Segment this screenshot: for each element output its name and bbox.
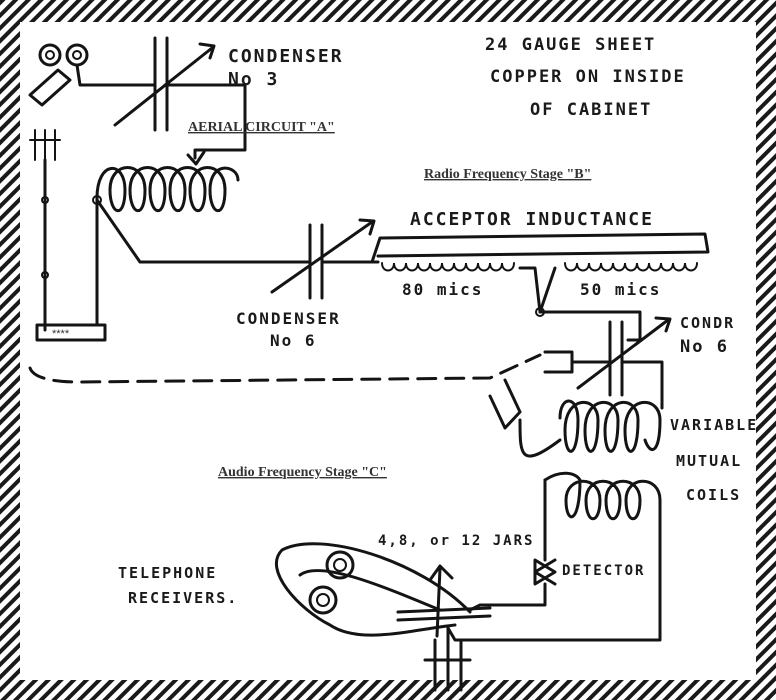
coil-icon — [95, 166, 240, 213]
terminal-icon — [65, 43, 89, 67]
telephone-label-line2: RECEIVERS. — [128, 589, 238, 607]
terminal-icon — [38, 43, 62, 67]
coil-icon — [543, 471, 662, 521]
cond-6-right-label: CONDR — [680, 314, 735, 332]
aerial-box — [35, 323, 107, 342]
detector-label: DETECTOR — [562, 563, 645, 579]
variable-mutual-line1: VARIABLE — [670, 416, 758, 434]
dashed-shield-line — [28, 353, 542, 384]
telephone-receiver-icon — [274, 542, 472, 637]
coil-icon — [381, 262, 515, 272]
sheet-copper-note-line3: OF CABINET — [530, 100, 652, 120]
aerial-box-text: **** — [52, 328, 70, 340]
variable-condenser-icon — [270, 218, 376, 300]
sheet-copper-note-line1: 24 GAUGE SHEET — [485, 35, 656, 55]
detector-icon — [533, 558, 557, 586]
condenser-3-label: CONDENSER — [228, 46, 344, 67]
audio-frequency-label: Audio Frequency Stage "C" — [218, 465, 387, 480]
mics-50-label: 50 mics — [580, 280, 661, 299]
variable-mutual-line3: COILS — [686, 486, 741, 504]
variable-condenser-icon — [113, 36, 216, 132]
coil-icon — [564, 262, 698, 272]
cond-6-right-number: No 6 — [680, 337, 729, 357]
ground-icon — [423, 626, 472, 692]
coil-icon — [558, 399, 662, 453]
jars-label: 4,8, or 12 JARS — [378, 533, 534, 549]
variable-condenser-icon — [576, 316, 672, 397]
condenser-6-label: CONDENSER — [236, 309, 341, 328]
telephone-label-line1: TELEPHONE — [118, 564, 217, 582]
condenser-3-number: No 3 — [228, 69, 279, 90]
acceptor-inductance-bar — [370, 232, 710, 264]
radio-frequency-label: Radio Frequency Stage "B" — [424, 167, 591, 182]
condenser-6-number: No 6 — [270, 331, 317, 350]
variable-mutual-line2: MUTUAL — [676, 452, 742, 470]
aerial-circuit-label: AERIAL CIRCUIT "A" — [188, 120, 335, 135]
acceptor-inductance-label: ACCEPTOR INDUCTANCE — [410, 209, 654, 230]
mics-80-label: 80 mics — [402, 280, 483, 299]
ground-icon — [29, 129, 61, 161]
sheet-copper-note-line2: COPPER ON INSIDE — [490, 67, 686, 87]
